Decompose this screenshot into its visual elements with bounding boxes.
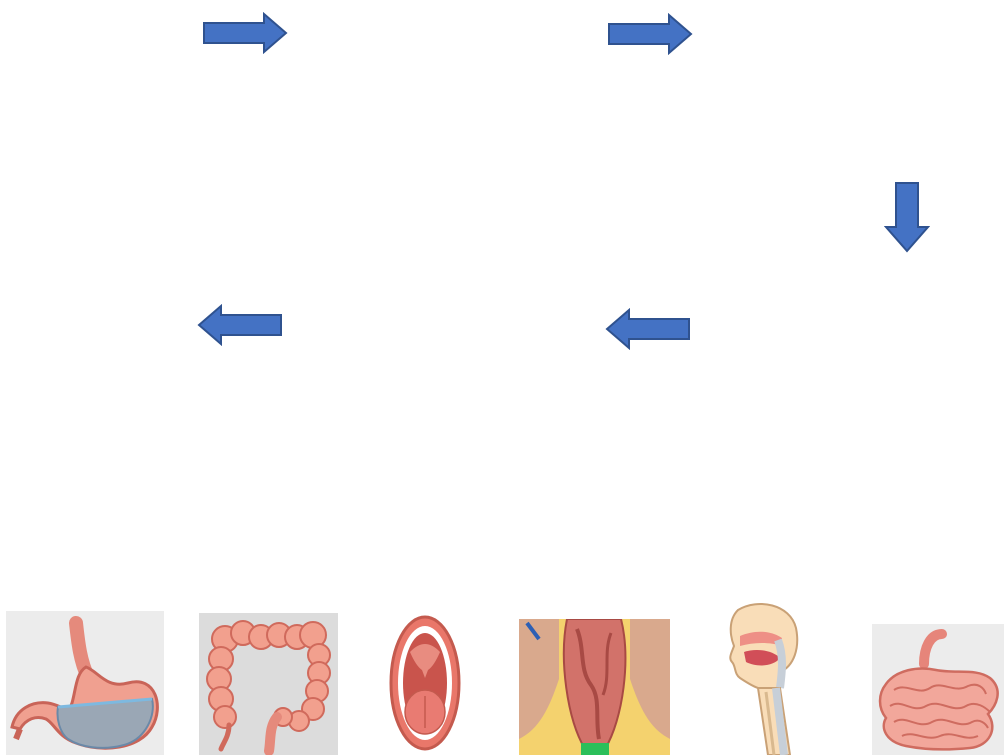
- small-intestine-card[interactable]: [872, 624, 1004, 755]
- stomach-card[interactable]: [6, 611, 164, 755]
- arrow-right-1: [202, 12, 288, 54]
- arrow-down: [884, 181, 930, 253]
- arrow-left-2: [605, 308, 691, 350]
- stomach-icon: [6, 611, 164, 755]
- mouth-card[interactable]: [388, 612, 462, 755]
- rectum-icon: [519, 619, 670, 755]
- rectum-card[interactable]: [519, 619, 670, 755]
- large-intestine-card[interactable]: [199, 613, 338, 755]
- arrow-left-1: [197, 304, 283, 346]
- pharynx-esophagus-card[interactable]: [718, 600, 810, 755]
- small-intestine-icon: [872, 624, 1004, 755]
- mouth-icon: [388, 612, 462, 755]
- large-intestine-icon: [199, 613, 338, 755]
- arrow-right-2: [607, 13, 693, 55]
- pharynx-esophagus-icon: [718, 600, 810, 755]
